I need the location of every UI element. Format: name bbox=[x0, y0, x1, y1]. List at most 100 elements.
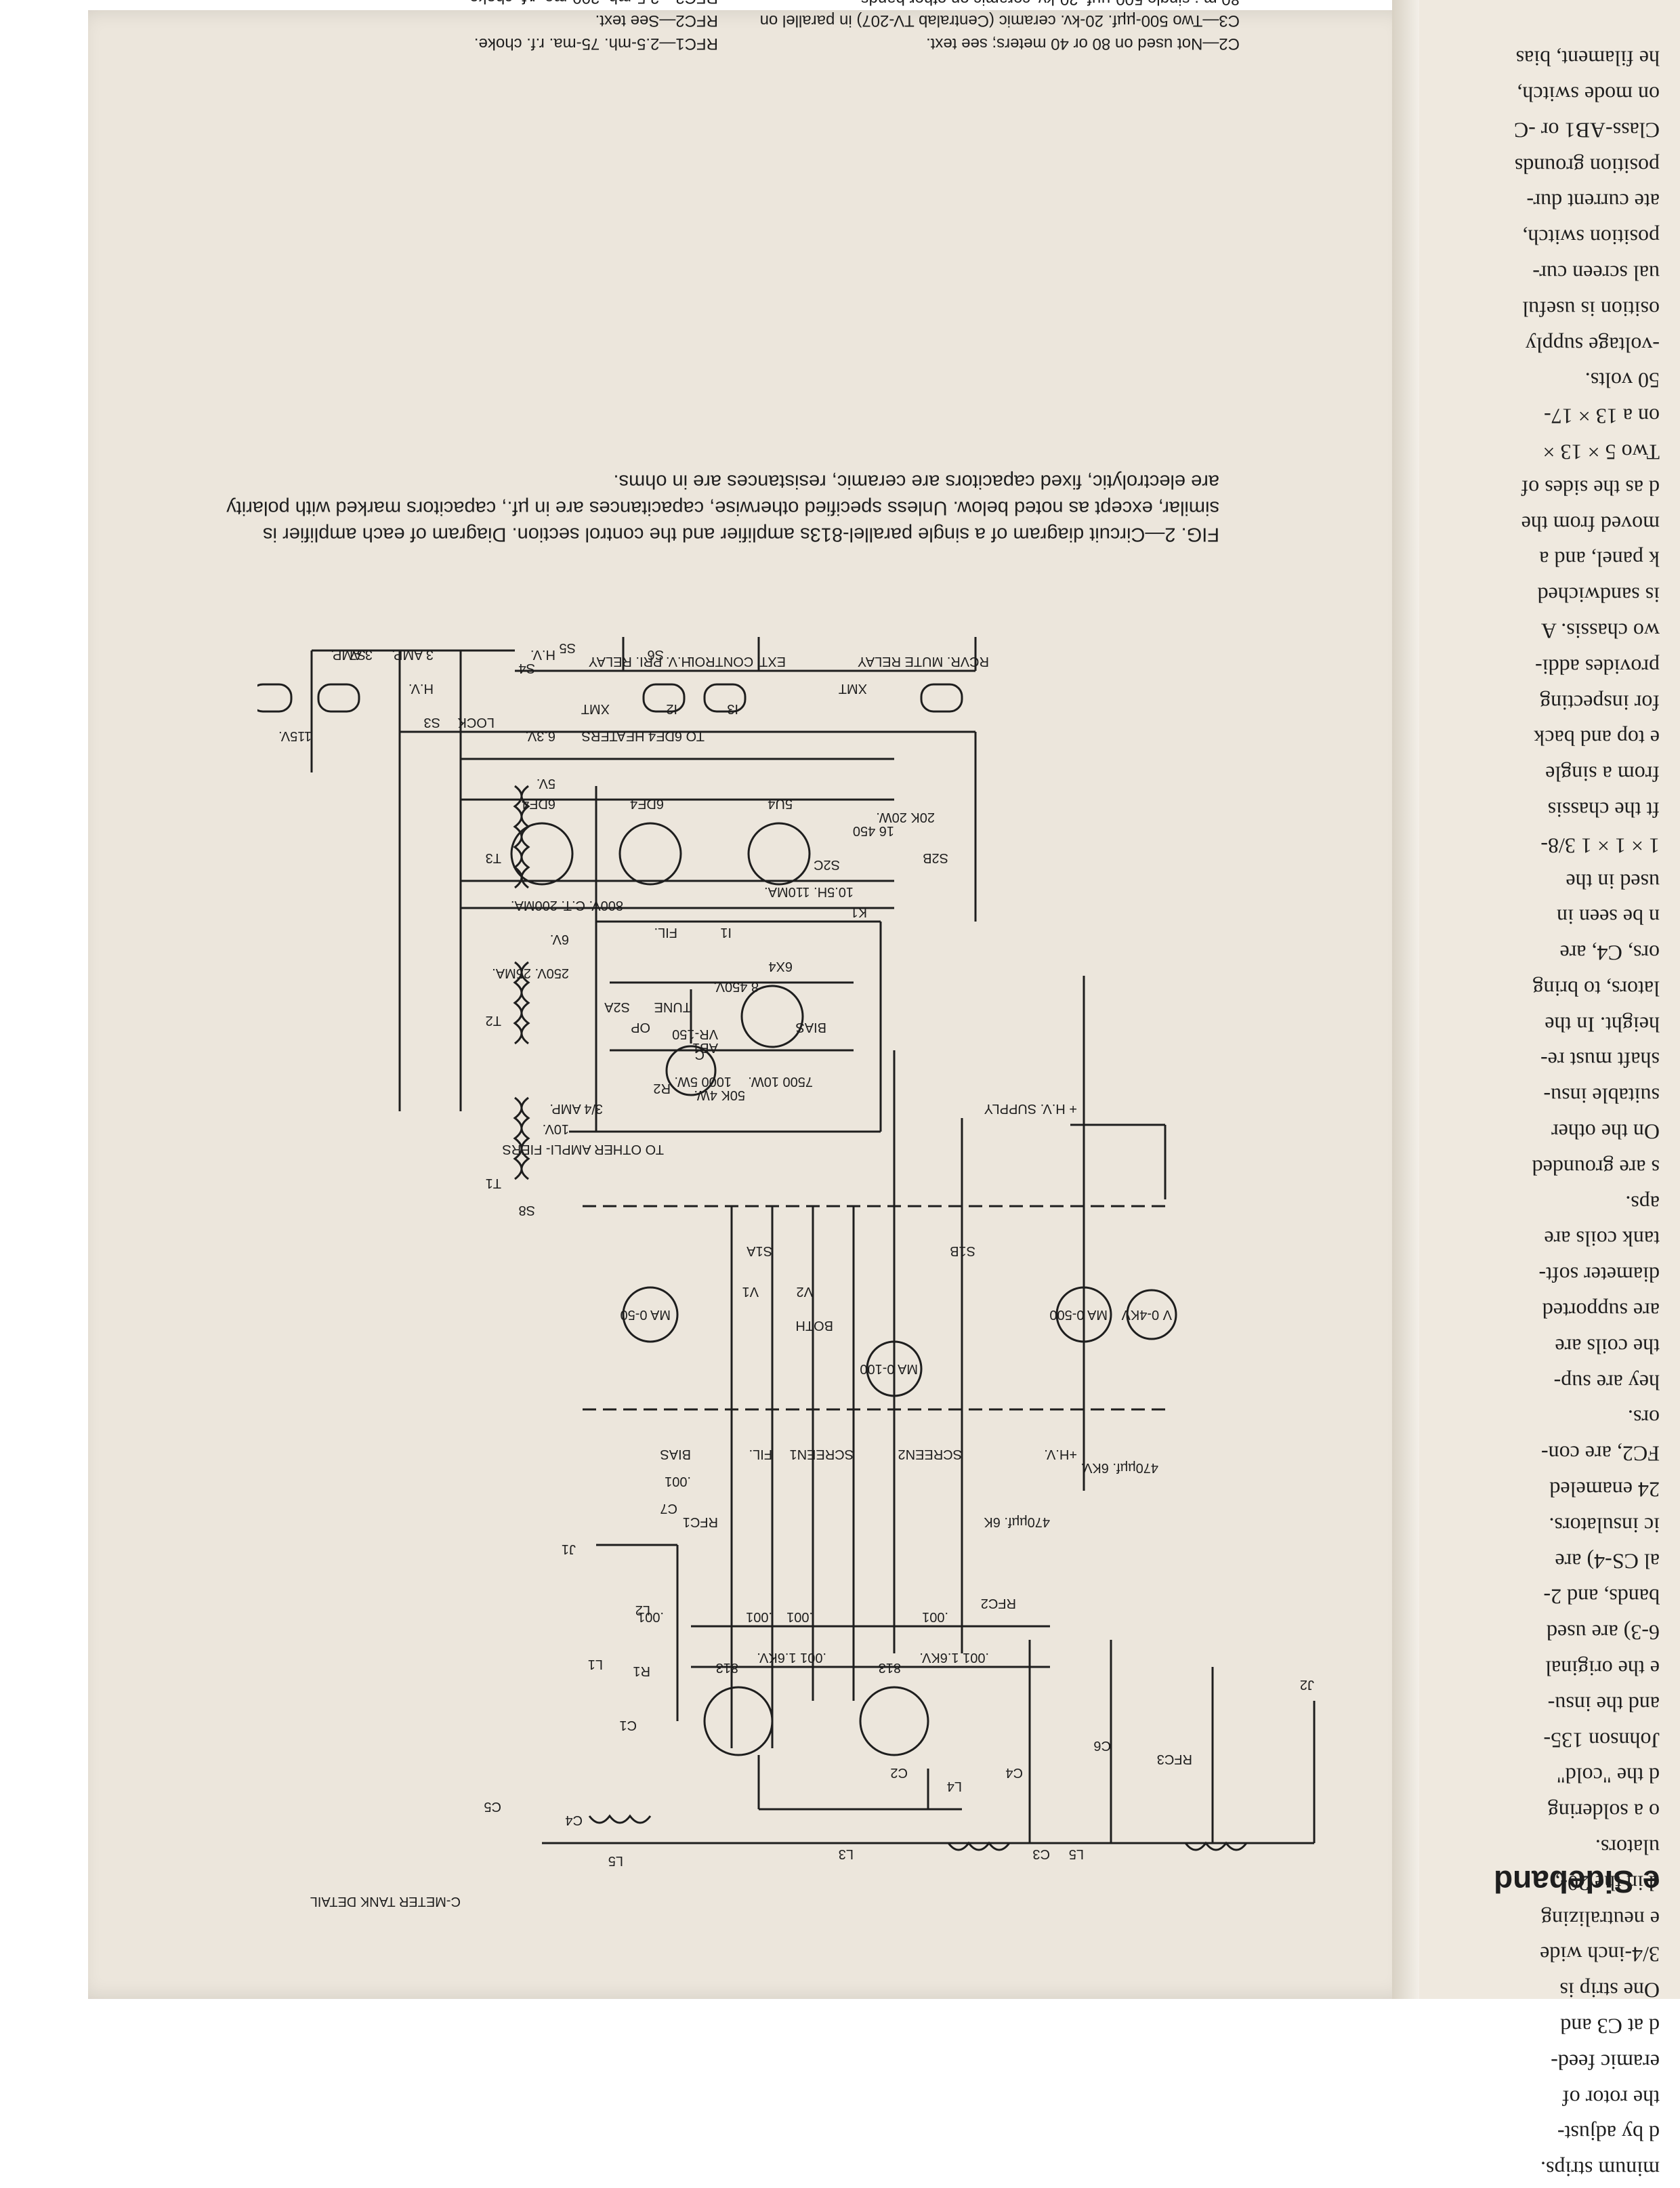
facing-text-line: on a 13 × 17- bbox=[1544, 404, 1660, 429]
facing-text-line: Two 5 × 13 × bbox=[1542, 440, 1660, 465]
label-i3: I3 bbox=[727, 701, 738, 716]
tube-vr150: VR-150 bbox=[672, 1027, 718, 1041]
socket-symbols bbox=[249, 683, 963, 713]
label-c5: C5 bbox=[484, 1799, 501, 1814]
label-s2c: S2C bbox=[814, 857, 840, 872]
facing-text-line: the coils are bbox=[1555, 1334, 1660, 1359]
facing-text-line: and the insu- bbox=[1547, 1692, 1660, 1717]
parts-list-item: C3—Two 500-µµf. 20-kv. ceramic (Centrala… bbox=[759, 0, 1240, 30]
facing-text-line: eramic feed- bbox=[1551, 2050, 1660, 2075]
facing-text-line: ual screen cur- bbox=[1532, 261, 1660, 286]
label-t2: T2 bbox=[486, 1013, 501, 1028]
facing-text-line: osition is useful bbox=[1522, 297, 1660, 322]
facing-text-line: ors, C4, are bbox=[1559, 941, 1660, 966]
label-l5-tank: L5 bbox=[608, 1853, 623, 1868]
label-50k-4w: 50K 4W. bbox=[694, 1088, 745, 1102]
label-10v: 10V. bbox=[543, 1121, 569, 1136]
facing-text-line: d as the sides of bbox=[1521, 476, 1660, 501]
label-k1: K1 bbox=[851, 905, 867, 920]
facing-text-line: shaft must re- bbox=[1540, 1048, 1660, 1073]
facing-text-line: for inspecting bbox=[1540, 690, 1660, 716]
label-s7: S7 bbox=[350, 647, 366, 662]
label-hv-s4: H.V. bbox=[530, 647, 555, 662]
label-c1: C1 bbox=[619, 1718, 637, 1733]
label-c001-c: .001 bbox=[786, 1609, 813, 1624]
facing-text-line: hey are sup- bbox=[1553, 1370, 1660, 1395]
facing-text-line: One strip is bbox=[1559, 1978, 1660, 2003]
label-c001-d: .001 bbox=[922, 1609, 948, 1624]
facing-text-line: 3/4-inch wide bbox=[1540, 1943, 1660, 1968]
label-screen1: SCREEN1 bbox=[790, 1447, 854, 1462]
label-c-position: C bbox=[695, 1047, 705, 1062]
tube-813-b: 813 bbox=[879, 1660, 901, 1675]
label-10-5h-110ma: 10.5H. 110MA. bbox=[764, 884, 854, 899]
label-250v-25ma: 250V. 25MA. bbox=[492, 966, 569, 981]
facing-text-line: Class-AB1 or -C bbox=[1513, 118, 1660, 143]
meter-v-0-4kv: V 0-4KV bbox=[1121, 1307, 1172, 1322]
facing-text-line: 50 volts. bbox=[1584, 368, 1660, 393]
facing-text-line: 6-3) are used bbox=[1546, 1620, 1660, 1645]
facing-text-line: d at C3 and bbox=[1560, 2014, 1660, 2039]
parts-list-item: RFC1—2.5-mh. 75-ma. r.f. choke. bbox=[474, 35, 718, 53]
label-c001-a: .001 bbox=[637, 1609, 664, 1624]
circuit-schematic: 813 813 6X4 VR-150 5U4 6DE4 6DE4 MA 0-50… bbox=[249, 637, 1368, 1924]
label-xmt-lamp: XMT bbox=[839, 681, 867, 696]
facing-text-line: ate current dur- bbox=[1526, 189, 1660, 214]
label-s2b: S2B bbox=[923, 850, 948, 865]
label-j1: J1 bbox=[562, 1542, 576, 1556]
label-rfc1: RFC1 bbox=[683, 1514, 718, 1529]
parts-list-right-column: RFC1—2.5-mh. 75-ma. r.f. choke.RFC2—See … bbox=[224, 0, 718, 54]
facing-text-line: the rotor of bbox=[1562, 2086, 1660, 2111]
label-hv-supply: + H.V. SUPPLY bbox=[984, 1101, 1077, 1116]
facing-text-line: d by adjust- bbox=[1557, 2122, 1660, 2147]
label-tune: TUNE bbox=[654, 999, 691, 1014]
label-i2: I2 bbox=[666, 701, 677, 716]
tube-5u4: 5U4 bbox=[768, 796, 793, 811]
facing-text-line: 1 × 1 × 1 3/8- bbox=[1540, 833, 1660, 859]
tube-813-a: 813 bbox=[716, 1660, 738, 1675]
label-c001-1-6kv-b: .001 1.6KV. bbox=[919, 1650, 989, 1665]
label-j2: J2 bbox=[1300, 1677, 1314, 1692]
label-800v-ct: 800V. C.T. 200MA. bbox=[511, 898, 623, 913]
label-l1: L1 bbox=[588, 1657, 603, 1672]
facing-text-line: n be seen in bbox=[1557, 905, 1660, 930]
label-l3: L3 bbox=[839, 1846, 854, 1861]
facing-text-line: diameter soft- bbox=[1538, 1262, 1660, 1287]
meter-ma-0-500: MA 0-500 bbox=[1049, 1307, 1108, 1322]
parts-list-item: C2—Not used on 80 or 40 meters; see text… bbox=[926, 35, 1240, 53]
label-20k-20w: 20K 20W. bbox=[876, 810, 935, 825]
label-3-amp-b: 3 AMP. bbox=[331, 647, 373, 662]
label-6v: 6V. bbox=[550, 932, 569, 947]
label-v1: V1 bbox=[742, 1284, 759, 1299]
label-c3: C3 bbox=[1032, 1846, 1050, 1861]
label-s3: S3 bbox=[424, 715, 440, 730]
facing-text-line: moved from the bbox=[1521, 512, 1660, 537]
facing-text-line: height. In the bbox=[1545, 1012, 1660, 1037]
label-hv-plus: +H.V. bbox=[1044, 1447, 1077, 1462]
schematic-wiring bbox=[310, 637, 1316, 1844]
label-6-3v: 6.3V. bbox=[525, 728, 555, 743]
label-screen2: SCREEN2 bbox=[898, 1447, 962, 1462]
meter-symbols bbox=[622, 1286, 1177, 1397]
facing-text-line: k panel, and a bbox=[1539, 547, 1660, 572]
label-to-other-amplifiers: TO OTHER AMPLI- FIERS bbox=[502, 1142, 664, 1157]
transformer-symbols bbox=[513, 785, 1248, 1851]
label-s1b: S1B bbox=[950, 1243, 975, 1258]
label-rfc2: RFC2 bbox=[981, 1596, 1016, 1611]
label-to-6de4-heaters: TO 6DE4 HEATERS bbox=[581, 728, 705, 743]
facing-text-line: he filament, bias bbox=[1515, 46, 1660, 71]
facing-text-line: o a soldering bbox=[1547, 1799, 1660, 1824]
label-c001-1-6kv-a: .001 1.6KV. bbox=[757, 1650, 826, 1665]
facing-text-line: tank coils are bbox=[1544, 1227, 1660, 1252]
facing-text-line: d the "cold" bbox=[1556, 1764, 1660, 1789]
facing-text-line: e the original bbox=[1545, 1656, 1660, 1681]
label-8-450v: 8 450V. bbox=[713, 979, 759, 994]
label-r1: R1 bbox=[633, 1664, 650, 1678]
label-c-meter-tank: C-METER TANK DETAIL bbox=[310, 1894, 461, 1909]
facing-text-line: used in the bbox=[1566, 869, 1660, 894]
book-spine bbox=[1392, 0, 1419, 1999]
schematic-svg: 813 813 6X4 VR-150 5U4 6DE4 6DE4 MA 0-50… bbox=[249, 637, 1316, 1909]
label-l5: L5 bbox=[1069, 1846, 1084, 1861]
label-c001-b: .001 bbox=[746, 1609, 772, 1624]
